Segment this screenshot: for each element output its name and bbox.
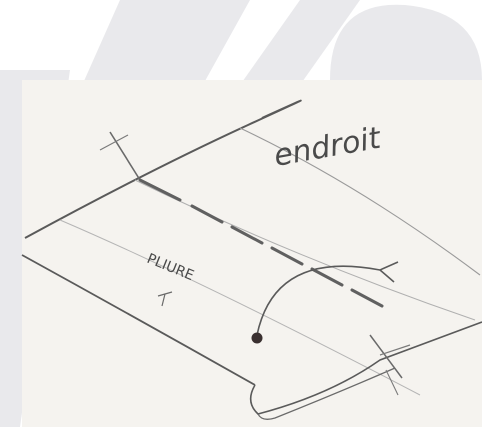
paper-scan [22,80,482,427]
fold-point-dot [252,333,263,344]
